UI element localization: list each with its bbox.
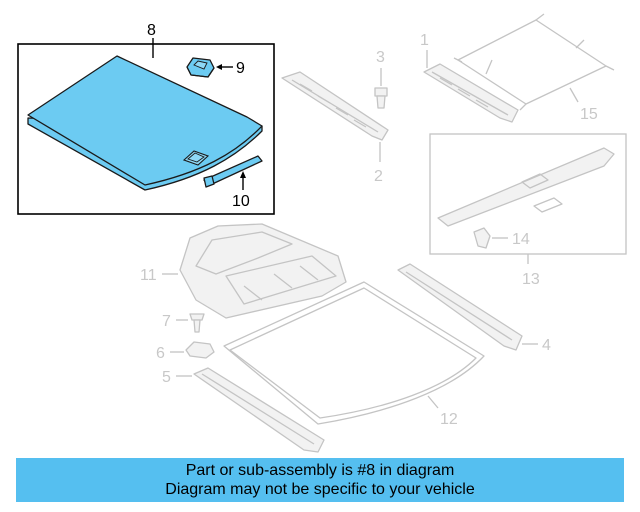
part-11-storage-tray[interactable] (179, 223, 347, 319)
part-5-lower-rail[interactable] (193, 367, 325, 453)
callout-15[interactable]: 15 (580, 106, 598, 123)
callout-13[interactable]: 13 (522, 271, 540, 288)
callout-5[interactable]: 5 (162, 369, 171, 386)
callout-11[interactable]: 11 (140, 267, 157, 284)
part-4-side-rail[interactable] (397, 263, 523, 351)
part-8-floor-cover[interactable] (27, 55, 263, 191)
part-10-strap[interactable] (203, 155, 263, 188)
part-13-trim-panel[interactable] (437, 147, 615, 227)
callout-4[interactable]: 4 (542, 337, 551, 354)
part-3-bolt[interactable] (374, 68, 388, 109)
callout-12[interactable]: 12 (440, 411, 458, 428)
part-9-hook[interactable] (186, 57, 215, 78)
part-6-hook-base[interactable] (185, 341, 215, 359)
callout-6[interactable]: 6 (156, 345, 165, 362)
callout-7[interactable]: 7 (162, 313, 171, 330)
part-15-cargo-net[interactable] (453, 13, 615, 111)
part-7-screw[interactable] (189, 313, 205, 333)
part-1-rail[interactable] (423, 63, 519, 123)
banner-line-2: Diagram may not be specific to your vehi… (165, 481, 475, 498)
part-12-floor-mat[interactable] (223, 281, 485, 425)
callout-10[interactable]: 10 (232, 193, 250, 210)
callout-8[interactable]: 8 (147, 22, 156, 39)
part-14-clip[interactable] (473, 227, 491, 249)
callout-14[interactable]: 14 (512, 231, 530, 248)
callout-2[interactable]: 2 (374, 168, 383, 185)
callout-1[interactable]: 1 (420, 32, 429, 49)
callout-9[interactable]: 9 (236, 60, 245, 77)
callout-3[interactable]: 3 (376, 49, 385, 66)
part-2-rail[interactable] (281, 71, 389, 141)
banner-line-1: Part or sub-assembly is #8 in diagram (185, 462, 455, 479)
info-banner: Part or sub-assembly is #8 in diagram Di… (16, 458, 624, 502)
